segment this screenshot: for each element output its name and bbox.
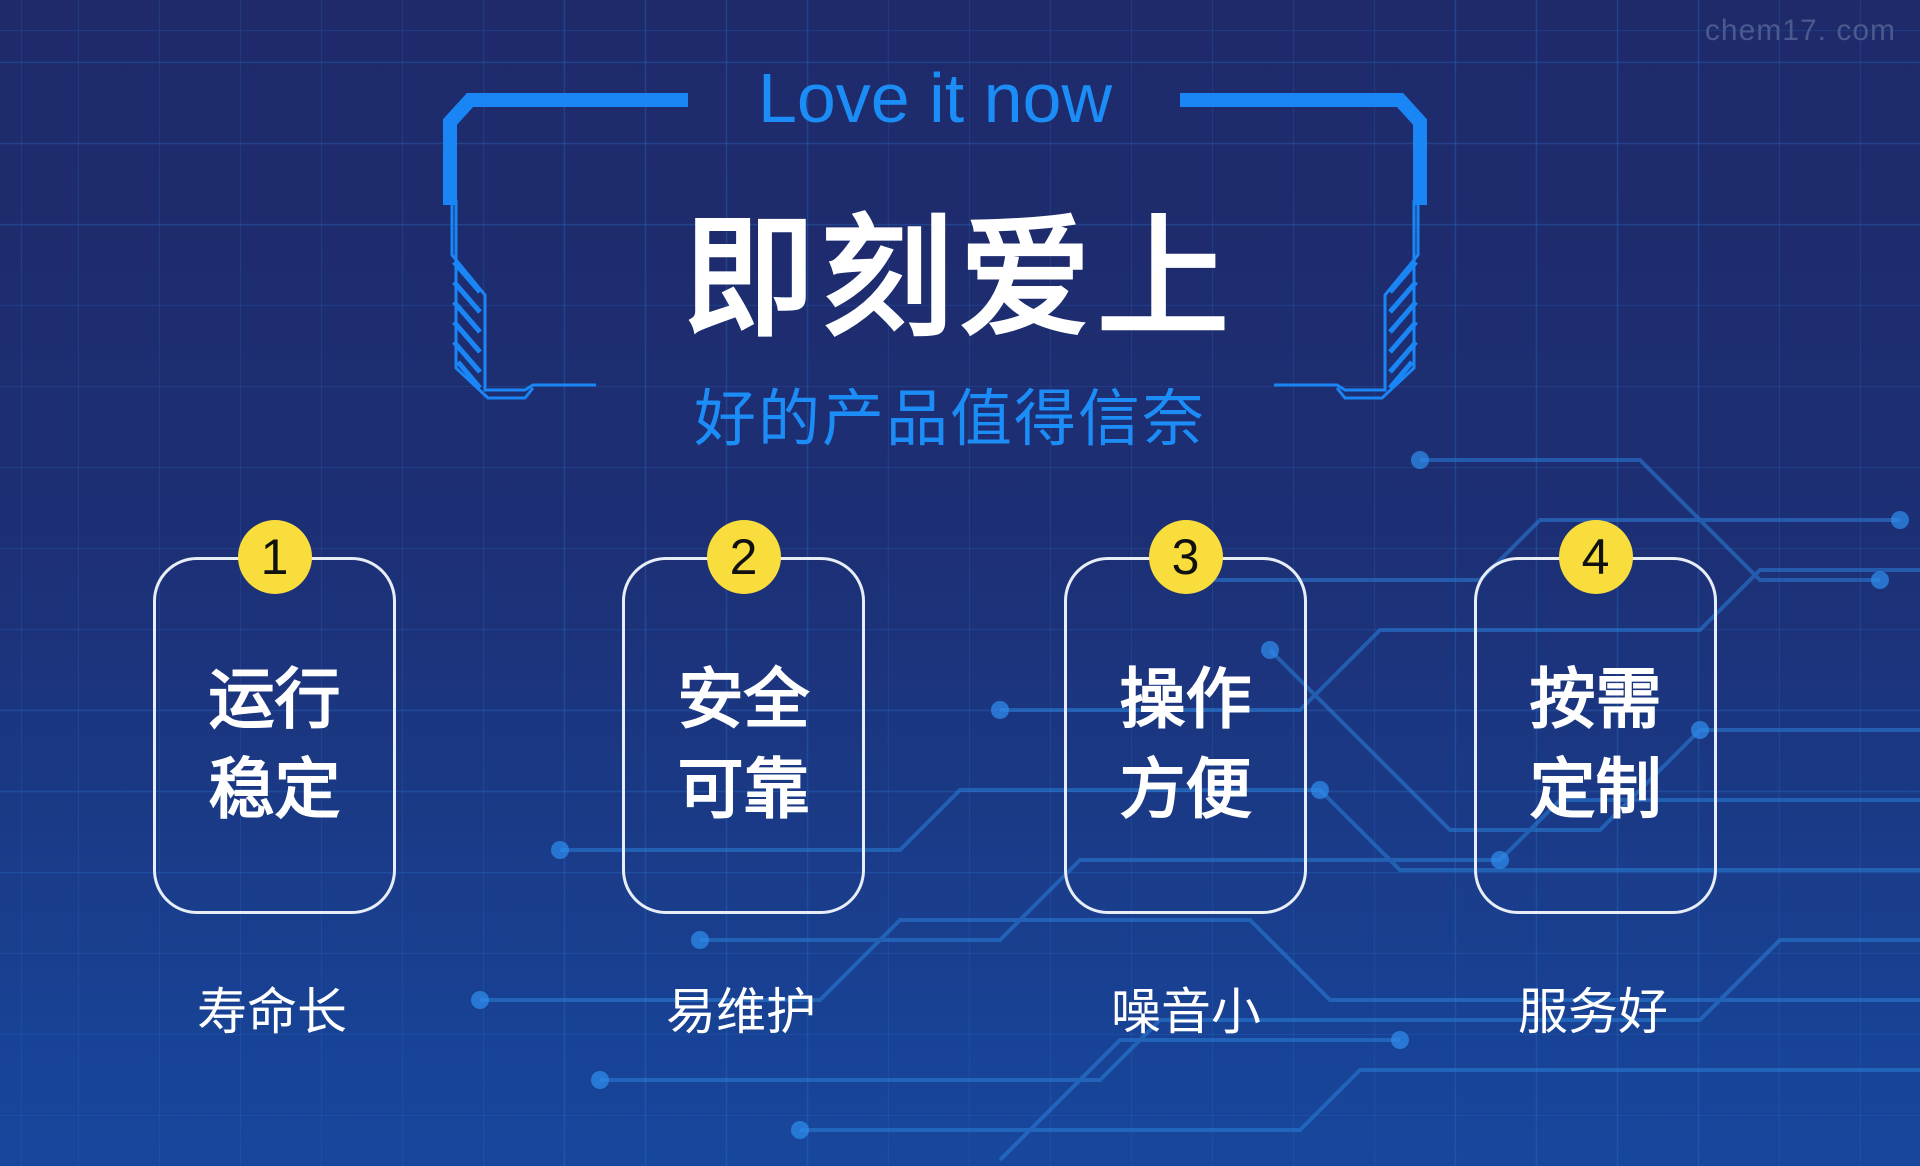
feature-title-line: 定制: [1529, 751, 1662, 828]
feature-title-line: 按需: [1529, 661, 1662, 738]
feature-title-line: 操作: [1119, 661, 1252, 738]
feature-label-1: 寿命长: [197, 983, 347, 1041]
number-badge: 1: [237, 520, 312, 594]
number-badge: 4: [1558, 520, 1633, 594]
feature-title-line: 运行: [208, 661, 341, 738]
number-badge: 2: [706, 520, 781, 594]
feature-card-1: 1 运行稳定: [153, 520, 396, 914]
feature-title-line: 可靠: [677, 751, 810, 828]
tagline-english: Love it now: [757, 59, 1113, 137]
feature-card-2: 2 安全可靠: [622, 520, 865, 914]
page-title: 即刻爱上: [683, 202, 1235, 356]
page-subtitle: 好的产品值得信奈: [693, 382, 1206, 455]
feature-title-line: 稳定: [208, 751, 341, 828]
feature-label-3: 噪音小: [1111, 983, 1261, 1041]
feature-title-line: 安全: [677, 661, 810, 738]
feature-title-line: 方便: [1119, 751, 1252, 828]
feature-label-2: 易维护: [666, 983, 816, 1041]
number-badge: 3: [1148, 520, 1223, 594]
feature-card-3: 3 操作方便: [1064, 520, 1307, 914]
watermark: chem17. com: [1704, 14, 1896, 47]
feature-label-4: 服务好: [1518, 983, 1668, 1041]
feature-card-4: 4 按需定制: [1474, 520, 1717, 914]
